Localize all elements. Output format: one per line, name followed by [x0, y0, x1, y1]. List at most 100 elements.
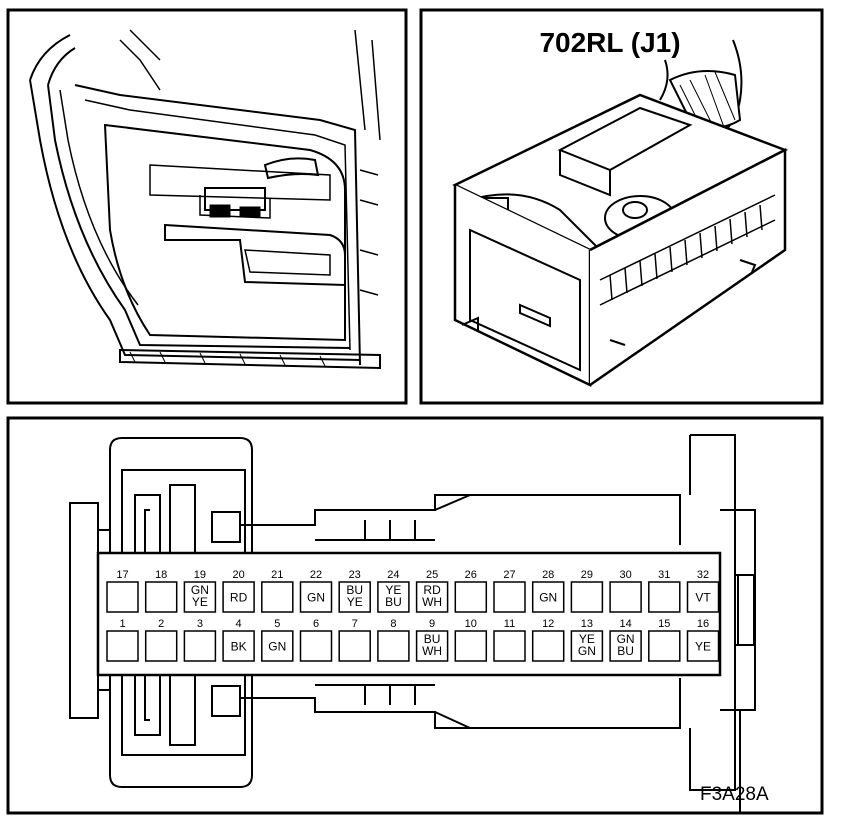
pin-30: 30: [609, 569, 642, 613]
pin-cavity: [183, 630, 217, 662]
pin-number: 26: [465, 569, 477, 581]
pin-cavity: [686, 630, 720, 662]
pin-cavity: [299, 581, 333, 613]
pin-1: 1: [106, 618, 139, 662]
pin-27: 27: [493, 569, 526, 613]
pin-number: 31: [658, 569, 670, 581]
pin-cavity: [531, 581, 565, 613]
pin-6: 6: [299, 618, 333, 662]
connector-perspective-panel: 702RL (J1): [419, 8, 824, 405]
wire-color: RD: [423, 583, 441, 597]
pin-18: 18: [144, 569, 178, 613]
pin-4: 4BK: [222, 618, 255, 662]
wire-color: GN: [539, 591, 557, 605]
pin-5: 5GN: [261, 618, 294, 662]
pin-cavity: [454, 581, 488, 613]
pin-cavity: [144, 630, 178, 662]
pin-number: 22: [310, 569, 322, 581]
pin-number: 29: [581, 569, 593, 581]
pin-29: 29: [570, 569, 604, 613]
wire-color: YE: [579, 632, 595, 646]
wire-color: BU: [346, 583, 363, 597]
pin-17: 17: [106, 569, 139, 613]
pin-cavity: [686, 581, 720, 613]
pin-number: 2: [158, 618, 164, 630]
wire-color: BU: [385, 595, 402, 609]
wire-color: GN: [268, 640, 286, 654]
pin-cavity: [648, 581, 681, 613]
pin-cavity: [261, 630, 294, 662]
wire-color: GN: [578, 644, 596, 658]
pin-cavity: [144, 581, 178, 613]
pin-number: 5: [274, 618, 280, 630]
door-illustration-panel: [6, 8, 408, 405]
wire-color: BK: [231, 640, 247, 654]
pin-cavity: [648, 630, 681, 662]
pin-number: 24: [387, 569, 399, 581]
pin-cavity: [261, 581, 294, 613]
pin-2: 2: [144, 618, 178, 662]
pin-number: 9: [429, 618, 435, 630]
wire-color: BU: [424, 632, 441, 646]
pin-number: 19: [194, 569, 206, 581]
pin-21: 21: [261, 569, 294, 613]
pin-number: 3: [197, 618, 203, 630]
wire-color: GN: [617, 632, 635, 646]
wire-color: GN: [191, 583, 209, 597]
pin-cavity: [570, 630, 604, 662]
pin-cavity: [570, 581, 604, 613]
pin-cavity: [222, 630, 255, 662]
pin-number: 1: [119, 618, 125, 630]
wire-color: YE: [385, 583, 401, 597]
wire-color: GN: [307, 591, 325, 605]
pin-31: 31: [648, 569, 681, 613]
pin-cavity: [377, 630, 410, 662]
wire-color: VT: [695, 591, 711, 605]
pin-number: 14: [619, 618, 631, 630]
pin-cavity: [609, 581, 642, 613]
wire-color: WH: [422, 644, 442, 658]
connector-label: 702RL (J1): [539, 27, 680, 58]
pin-number: 27: [503, 569, 515, 581]
pin-number: 21: [271, 569, 283, 581]
pin-12: 12: [531, 618, 565, 662]
pin-cavity: [299, 630, 333, 662]
pin-15: 15: [648, 618, 681, 662]
pin-7: 7: [338, 618, 371, 662]
pin-cavity: [106, 581, 139, 613]
pin-number: 16: [697, 618, 709, 630]
pin-number: 23: [349, 569, 361, 581]
pin-cavity: [415, 581, 449, 613]
pin-number: 12: [542, 618, 554, 630]
pin-cavity: [493, 581, 526, 613]
pin-number: 18: [155, 569, 167, 581]
pin-number: 11: [504, 618, 515, 630]
pin-number: 30: [619, 569, 631, 581]
wire-color: YE: [347, 595, 363, 609]
pin-number: 20: [232, 569, 244, 581]
pin-cavity: [377, 581, 410, 613]
pin-number: 10: [465, 618, 477, 630]
pin-cavity: [493, 630, 526, 662]
pin-number: 13: [581, 618, 593, 630]
pin-number: 25: [426, 569, 438, 581]
pin-number: 4: [236, 618, 242, 630]
pin-number: 7: [352, 618, 358, 630]
wire-color: YE: [192, 595, 208, 609]
pin-26: 26: [454, 569, 488, 613]
pin-cavity: [338, 581, 371, 613]
pin-cavity: [106, 630, 139, 662]
pin-number: 6: [313, 618, 319, 630]
